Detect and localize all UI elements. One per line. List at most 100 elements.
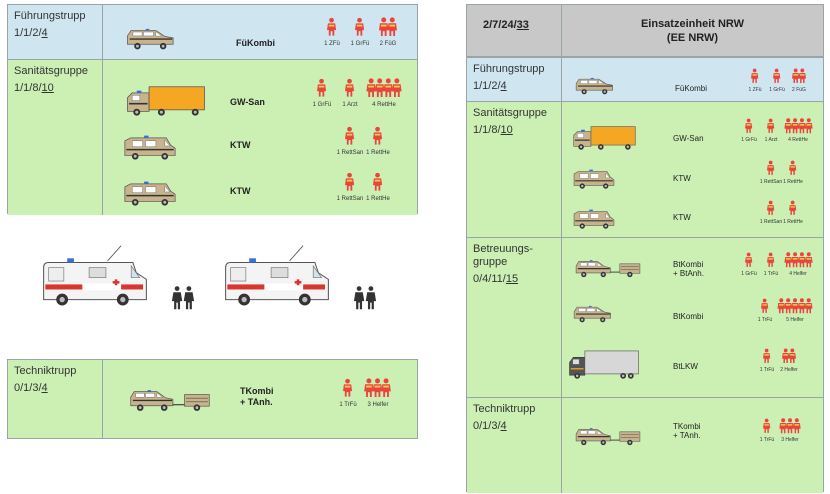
left-table-top: Führungstrupp 1/1/2/4 FüKombi 1 ZFü 1 Gr… <box>7 4 418 215</box>
van-with-trailer-icon <box>563 252 653 278</box>
person-figures-icon <box>782 348 796 363</box>
personnel-label: 1 ZFü <box>748 87 762 93</box>
section-code: 1/1/2/4 <box>473 80 507 92</box>
section-title-line2: gruppe <box>473 256 508 268</box>
section-title: Techniktrupp <box>14 365 77 377</box>
box-truck-icon <box>559 342 649 379</box>
right-row-label-cell: Techniktrupp 0/1/3/4 <box>467 398 562 493</box>
vehicle-label: KTW <box>230 140 251 150</box>
person-figures-icon <box>784 118 813 134</box>
header-title-line2: (EE NRW) <box>666 32 719 44</box>
ambulance-van-icon <box>565 202 623 229</box>
vehicle-label: GW-San <box>673 134 704 143</box>
right-row-label-cell: Führungstrupp 1/1/2/4 <box>467 58 562 101</box>
personnel-label: 1 GrFü <box>741 271 757 277</box>
personnel-label: 2 FüG <box>792 87 806 93</box>
personnel-label: 1 TrFü <box>759 367 775 373</box>
left-row-techniktrupp-label-cell: Techniktrupp 0/1/3/4 <box>8 360 103 438</box>
vehicle-label-line1: TKombi <box>673 422 701 431</box>
personnel-label: 4 Helfer <box>789 271 807 277</box>
truck-icon <box>114 76 218 116</box>
personnel-label: 1 Arzt <box>342 102 358 108</box>
person-figures-icon <box>789 160 797 175</box>
section-title: Führungstrupp <box>473 63 545 75</box>
vehicle-label-line1: BtKombi <box>673 260 704 269</box>
van-icon <box>567 70 623 95</box>
vehicle-label: FüKombi <box>675 84 708 93</box>
van-with-trailer-icon <box>114 380 226 412</box>
vehicle-label-line2: + BtAnh. <box>673 269 704 278</box>
person-figures-icon <box>789 200 797 215</box>
section-title: Sanitätsgruppe <box>14 65 88 77</box>
vehicle-label: GW-San <box>230 97 265 107</box>
person-figures-icon <box>745 118 753 133</box>
ambulance-van-icon <box>114 172 186 206</box>
section-title: Führungstrupp <box>14 10 86 22</box>
person-figures-icon <box>317 78 327 97</box>
right-table-header: 2/7/24/33 Einsatzeinheit NRW (EE NRW) <box>467 5 823 57</box>
truck-icon <box>563 118 646 150</box>
section-code: 0/1/3/4 <box>14 382 48 394</box>
person-figures-icon <box>345 78 355 97</box>
personnel-label: 1 RettSan <box>336 196 364 202</box>
van-icon <box>565 298 621 323</box>
header-code: 2/7/24/33 <box>467 5 562 56</box>
personnel-label: 1 GrFü <box>769 87 785 93</box>
section-title: Sanitätsgruppe <box>473 107 547 119</box>
person-figures-icon <box>792 68 806 83</box>
person-figures-icon <box>379 17 397 36</box>
right-row-sanitaetsgruppe: Sanitätsgruppe 1/1/8/10 GW-San 1 GrFü 1 … <box>467 101 823 237</box>
person-figures-icon <box>763 348 771 363</box>
ambulance-van-icon <box>565 162 623 189</box>
section-code: 1/1/8/10 <box>473 124 513 136</box>
personnel-label: 1 RettSan <box>759 219 783 225</box>
ambulance-illustration-2 <box>214 244 340 308</box>
person-figures-icon <box>373 126 383 145</box>
person-figures-icon <box>773 68 781 83</box>
person-figures-icon <box>343 378 353 397</box>
section-code: 1/1/8/10 <box>14 82 54 94</box>
left-row-sanitaetsgruppe-label-cell: Sanitätsgruppe 1/1/8/10 <box>8 60 103 215</box>
vehicle-label-line2: + TAnh. <box>673 431 701 440</box>
van-with-trailer-icon <box>563 420 653 446</box>
section-code: 1/1/2/4 <box>14 27 48 39</box>
rescuers-icon-2 <box>350 276 380 310</box>
personnel-label: 1 TrFü <box>339 402 357 408</box>
personnel-label: 4 RettHe <box>788 137 808 143</box>
person-figures-icon <box>345 126 355 145</box>
right-table: 2/7/24/33 Einsatzeinheit NRW (EE NRW) Fü… <box>466 4 824 493</box>
personnel-label: 1 TrFü <box>759 437 775 443</box>
person-figures-icon <box>366 78 402 98</box>
person-figures-icon <box>751 68 759 83</box>
vehicle-label: KTW <box>230 186 251 196</box>
left-table-techniktrupp: Techniktrupp 0/1/3/4 TKombi + TAnh. 1 Tr… <box>7 359 418 439</box>
person-figures-icon <box>327 17 337 36</box>
ambulance-illustration-1 <box>32 244 158 308</box>
personnel-label: 1 GrFü <box>350 41 370 47</box>
section-title: Techniktrupp <box>473 403 536 415</box>
person-figures-icon <box>355 17 365 36</box>
personnel-label: 1 RettSan <box>336 150 364 156</box>
person-figures-icon <box>364 378 391 398</box>
right-row-label-cell: Sanitätsgruppe 1/1/8/10 <box>467 102 562 237</box>
personnel-label: 1 ZFü <box>324 41 340 47</box>
ambulance-van-icon <box>114 126 186 160</box>
left-row-fuehrungstrupp-label-cell: Führungstrupp 1/1/2/4 <box>8 5 103 59</box>
person-figures-icon <box>745 252 753 267</box>
left-row-sanitaetsgruppe: Sanitätsgruppe 1/1/8/10 GW-San 1 GrFü 1 … <box>8 59 417 215</box>
right-row-betreuungsgruppe: Betreuungs- gruppe 0/4/11/15 BtKombi + B… <box>467 237 823 397</box>
person-figures-icon <box>373 172 383 191</box>
vehicle-label-line1: TKombi <box>240 386 274 396</box>
personnel-label: 4 RettHe <box>372 102 396 108</box>
personnel-label: 2 FüG <box>379 41 397 47</box>
personnel-label: 1 TrFü <box>763 271 779 277</box>
person-figures-icon <box>761 298 769 313</box>
right-row-label-cell: Betreuungs- gruppe 0/4/11/15 <box>467 238 562 397</box>
personnel-label: 3 Helfer <box>367 402 389 408</box>
section-code: 0/1/3/4 <box>473 420 507 432</box>
person-figures-icon <box>767 118 775 133</box>
person-figures-icon <box>779 418 801 434</box>
personnel-label: 2 Helfer <box>780 367 798 373</box>
person-figures-icon <box>767 160 775 175</box>
